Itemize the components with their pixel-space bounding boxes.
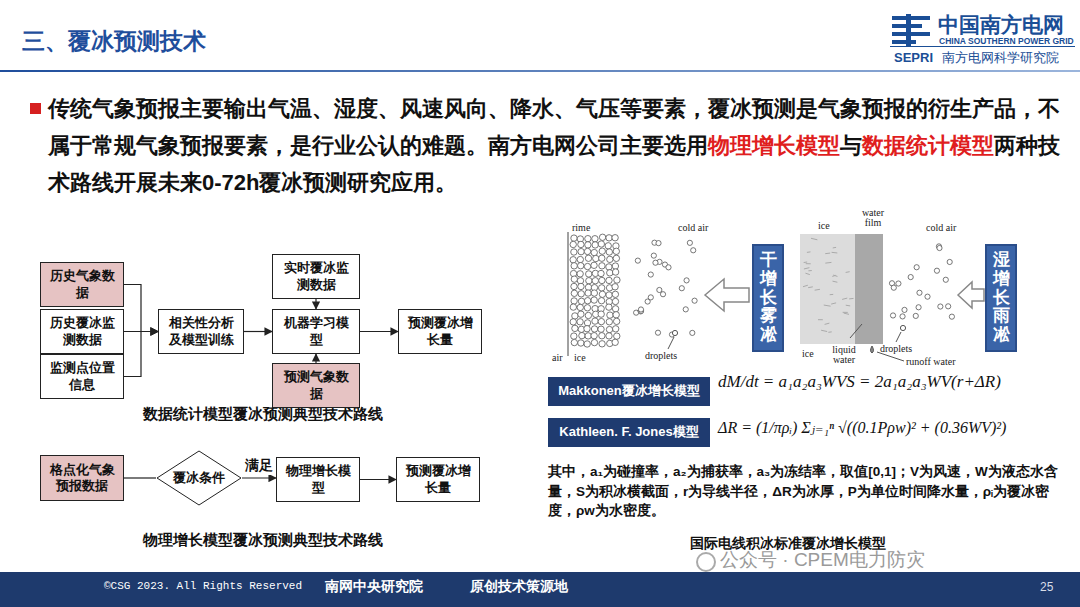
logo-abbr: SEPRI: [894, 50, 933, 66]
flow-arrow: [124, 332, 158, 377]
figure-label: rime: [572, 222, 590, 234]
highlight-text: 物理增长模型: [708, 133, 840, 158]
logo-institute: 南方电网科学研究院: [942, 50, 1059, 66]
figure-label: runoff water: [906, 356, 956, 368]
flow-arrow: [315, 299, 316, 309]
process-box: 相关性分析及模型训练: [158, 309, 244, 354]
node-text: 预测覆冰增长量: [402, 463, 474, 496]
paragraph-text: 与: [840, 133, 862, 158]
data-box: 格点化气象预报数据: [40, 455, 124, 501]
process-box: 预测覆冰增长量: [398, 309, 482, 354]
node-text: 历史气象数据: [46, 268, 118, 301]
node-text: 干增长雾凇: [760, 251, 777, 344]
node-text: 物理增长模型: [282, 463, 354, 496]
figure-label: cold air: [926, 222, 956, 234]
model-box: Kathleen. F. Jones模型: [548, 418, 710, 447]
flow-arrow: [360, 331, 398, 332]
type-box: 湿增长雨凇: [985, 244, 1017, 352]
process-box: 预测覆冰增长量: [396, 457, 480, 502]
logo-rule: [890, 46, 1075, 47]
node-text: 相关性分析及模型训练: [164, 315, 238, 348]
watermark-icon: [697, 553, 715, 571]
type-box: 干增长雾凇: [752, 244, 784, 352]
logo-english: CHINA SOUTHERN POWER GRID: [939, 36, 1074, 46]
data-box: 历史气象数据: [40, 262, 124, 307]
process-box: 实时覆冰监测数据: [272, 254, 360, 299]
model-box: Makkonen覆冰增长模型: [548, 377, 710, 406]
process-box: 监测点位置信息: [40, 354, 124, 399]
footer-slogan: 原创技术策源地: [470, 578, 568, 595]
formula: ΔR = (1/πρᵢ) Σⱼ₌₁ⁿ √((0.1Pρw)² + (0.36WV…: [718, 418, 1006, 437]
bullet: [30, 103, 41, 114]
route-caption: 物理增长模型覆冰预测典型技术路线: [120, 531, 405, 549]
route-caption: 数据统计模型覆冰预测典型技术路线: [120, 405, 405, 423]
flow-arrow: [315, 354, 316, 363]
node-text: 湿增长雨凇: [993, 251, 1010, 344]
footer-bar: [0, 572, 1080, 607]
formula: dM/dt = a₁a₂a₃WVS = 2a₁a₂a₃WV(r+ΔR): [718, 372, 1001, 392]
node-text: 格点化气象预报数据: [46, 462, 118, 495]
logo-name: 中国南方电网: [938, 12, 1064, 37]
copyright: ©CSG 2023. All Rights Reserved: [104, 580, 302, 593]
process-box: 机器学习模型: [272, 309, 360, 354]
hollow-arrow: [705, 279, 749, 311]
figure-label: liquid water: [826, 345, 862, 365]
node-text: 预测气象数据: [278, 369, 354, 402]
rime-illustration: [568, 232, 697, 356]
node-text: Makkonen覆冰增长模型: [558, 383, 700, 399]
glaze-illustration: [800, 234, 954, 361]
process-box: 历史覆冰监测数据: [40, 309, 124, 354]
data-box: 预测气象数据: [272, 363, 360, 408]
process-box: 物理增长模型: [276, 457, 360, 502]
intro-paragraph: 传统气象预报主要输出气温、湿度、风速风向、降水、气压等要素，覆冰预测是气象预报的…: [48, 90, 1066, 201]
figure-label: droplets: [645, 350, 677, 362]
figure-label: ice: [802, 348, 814, 360]
figure-label: cold air: [678, 222, 708, 234]
node-text: 监测点位置信息: [46, 360, 118, 393]
figure-label: droplets: [880, 343, 912, 355]
flow-arrow: [242, 477, 276, 478]
header-rule: [0, 70, 1080, 72]
node-text: 历史覆冰监测数据: [46, 315, 118, 348]
footer-slogan: 南网中央研究院: [325, 578, 423, 595]
figure-label: water film: [856, 208, 890, 228]
decision-diamond: 覆冰条件: [156, 450, 242, 506]
figure-label: ice: [818, 220, 830, 232]
watermark: 公众号 · CPEM电力防灾: [720, 549, 925, 572]
flow-arrow: [124, 285, 158, 332]
node-text: 覆冰条件: [173, 470, 225, 486]
edge-label: 满足: [243, 457, 275, 475]
flow-arrow: [360, 479, 396, 480]
page-number: 25: [1040, 580, 1053, 594]
node-text: 机器学习模型: [278, 315, 354, 348]
flow-arrow: [244, 331, 272, 332]
node-text: 实时覆冰监测数据: [278, 260, 354, 293]
flow-arrow: [124, 477, 156, 478]
logo-icon: [892, 14, 930, 46]
node-text: Kathleen. F. Jones模型: [559, 424, 698, 440]
hollow-arrow: [958, 282, 984, 308]
figure-label: ice: [574, 352, 586, 364]
node-text: 预测覆冰增长量: [404, 315, 476, 348]
slide-title: 三、覆冰预测技术: [22, 26, 206, 57]
highlight-text: 数据统计模型: [862, 133, 994, 158]
formula-note: 其中，a₁为碰撞率，a₂为捕获率，a₃为冻结率，取值[0,1]；V为风速，W为液…: [548, 462, 1066, 521]
figure-label: air: [552, 352, 563, 364]
